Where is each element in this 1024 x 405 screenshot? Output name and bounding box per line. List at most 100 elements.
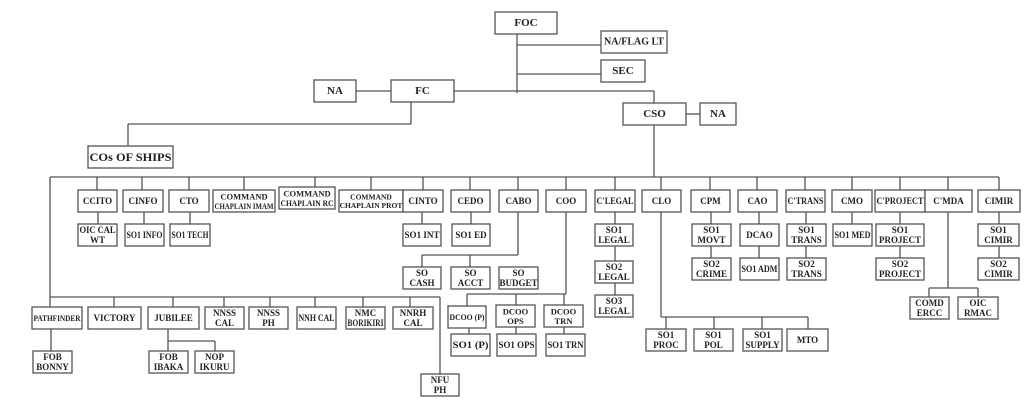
org-node-label: DCOO (P)	[450, 312, 485, 322]
org-node-c-mda: C'MDA	[924, 189, 973, 213]
org-node-foc: FOC	[494, 11, 558, 35]
org-node-label: SO	[464, 268, 476, 278]
org-node-mto: MTO	[786, 328, 829, 352]
org-node-box	[909, 296, 950, 320]
connector-lines	[49, 34, 1000, 374]
org-node-label: SO1	[754, 330, 771, 340]
org-node-box	[594, 189, 636, 213]
org-node-label: NNRH	[400, 308, 427, 318]
org-node-label: LEGAL	[598, 235, 630, 245]
org-node-label: CLO	[652, 196, 672, 206]
org-node-cinto: CINTO	[402, 189, 444, 213]
org-node-box	[124, 223, 165, 247]
org-node-label: CHAPLAIN PROT	[340, 201, 403, 210]
org-node-so1-ed: SO1 ED	[451, 223, 491, 247]
org-node-label: SO1 TRN	[548, 340, 584, 350]
org-node-label: CSO	[643, 108, 666, 120]
org-node-label: C'MDA	[933, 196, 964, 206]
org-node-label: SO2	[703, 259, 720, 269]
org-node-box	[785, 189, 826, 213]
org-node-label: COMMAND	[283, 188, 330, 198]
org-node-label: PROC	[653, 340, 679, 350]
org-node-label: CHAPLAIN RC	[281, 198, 334, 208]
org-node-box	[122, 189, 164, 213]
org-node-box	[498, 266, 539, 290]
org-node-ccito: CCITO	[77, 189, 118, 213]
org-node-pathfinder: PATHFINDER	[31, 306, 83, 330]
org-node-clo: CLO	[641, 189, 682, 213]
org-node-label: COMD	[915, 298, 944, 308]
org-node-label: SO1 TECH	[172, 230, 209, 240]
org-node-box	[737, 189, 778, 213]
org-node-label: CCITO	[83, 196, 112, 206]
org-node-label: CTO	[179, 196, 198, 206]
org-node-box	[390, 79, 455, 103]
org-node-label: SO1 INT	[405, 230, 440, 240]
org-node-label: PH	[262, 318, 275, 328]
org-node-label: NMC	[355, 308, 377, 318]
org-node-cao: CAO	[737, 189, 778, 213]
org-node-label: SO1	[798, 225, 815, 235]
org-node-label: SO1	[705, 330, 722, 340]
org-node-box	[645, 328, 687, 352]
org-node-label: SO1 MED	[835, 230, 871, 240]
org-node-label: CINFO	[129, 196, 158, 206]
org-node-label: COMMAND	[220, 191, 267, 201]
org-node-label: IBAKA	[154, 362, 184, 372]
org-node-label: SO1	[703, 225, 720, 235]
org-node-box	[77, 223, 118, 247]
org-node-label: VICTORY	[93, 313, 136, 323]
org-node-box	[957, 296, 999, 320]
org-node-box	[977, 223, 1020, 247]
org-node-box	[494, 11, 558, 35]
org-node-label: COMMAND	[350, 192, 392, 201]
org-node-so1-p: SO1 (P)	[450, 333, 491, 357]
org-node-label: SO	[416, 268, 428, 278]
org-node-label: CINTO	[408, 196, 437, 206]
org-node-cpm: CPM	[690, 189, 731, 213]
org-node-box	[924, 189, 973, 213]
org-node-box	[691, 257, 732, 281]
org-node-label: BORIKIRI	[348, 318, 384, 328]
org-node-label: CIMIR	[984, 269, 1013, 279]
org-node-label: POL	[704, 340, 723, 350]
org-node-box	[641, 189, 682, 213]
org-node-so1-int: SO1 INT	[402, 223, 442, 247]
org-node-label: WT	[90, 235, 105, 245]
org-node-box	[786, 328, 829, 352]
org-node-box	[278, 186, 336, 210]
org-node-label: SO2	[606, 262, 623, 272]
org-node-so1-tech: SO1 TECH	[169, 223, 211, 247]
org-node-so1-info: SO1 INFO	[124, 223, 165, 247]
org-node-label: TRN	[555, 316, 574, 326]
org-node-box	[194, 350, 235, 374]
org-node-label: PATHFINDER	[34, 313, 82, 323]
org-node-label: DCOO	[503, 306, 529, 316]
org-node-coo: COO	[545, 189, 587, 213]
org-node-label: NA/FLAG LT	[604, 37, 664, 48]
org-node-box	[977, 257, 1020, 281]
org-node-cedo: CEDO	[450, 189, 491, 213]
org-node-label: C'LEGAL	[597, 196, 634, 206]
org-node-label: CPM	[700, 196, 721, 206]
org-node-label: FOB	[43, 352, 62, 362]
org-node-fc: FC	[390, 79, 455, 103]
org-node-box	[495, 304, 536, 328]
org-node-label: OPS	[507, 316, 524, 326]
org-node-label: OIC	[969, 298, 986, 308]
org-node-label: FOC	[514, 17, 537, 29]
org-node-box	[496, 333, 537, 357]
org-node-box	[786, 257, 827, 281]
org-node-label: SO	[512, 268, 524, 278]
